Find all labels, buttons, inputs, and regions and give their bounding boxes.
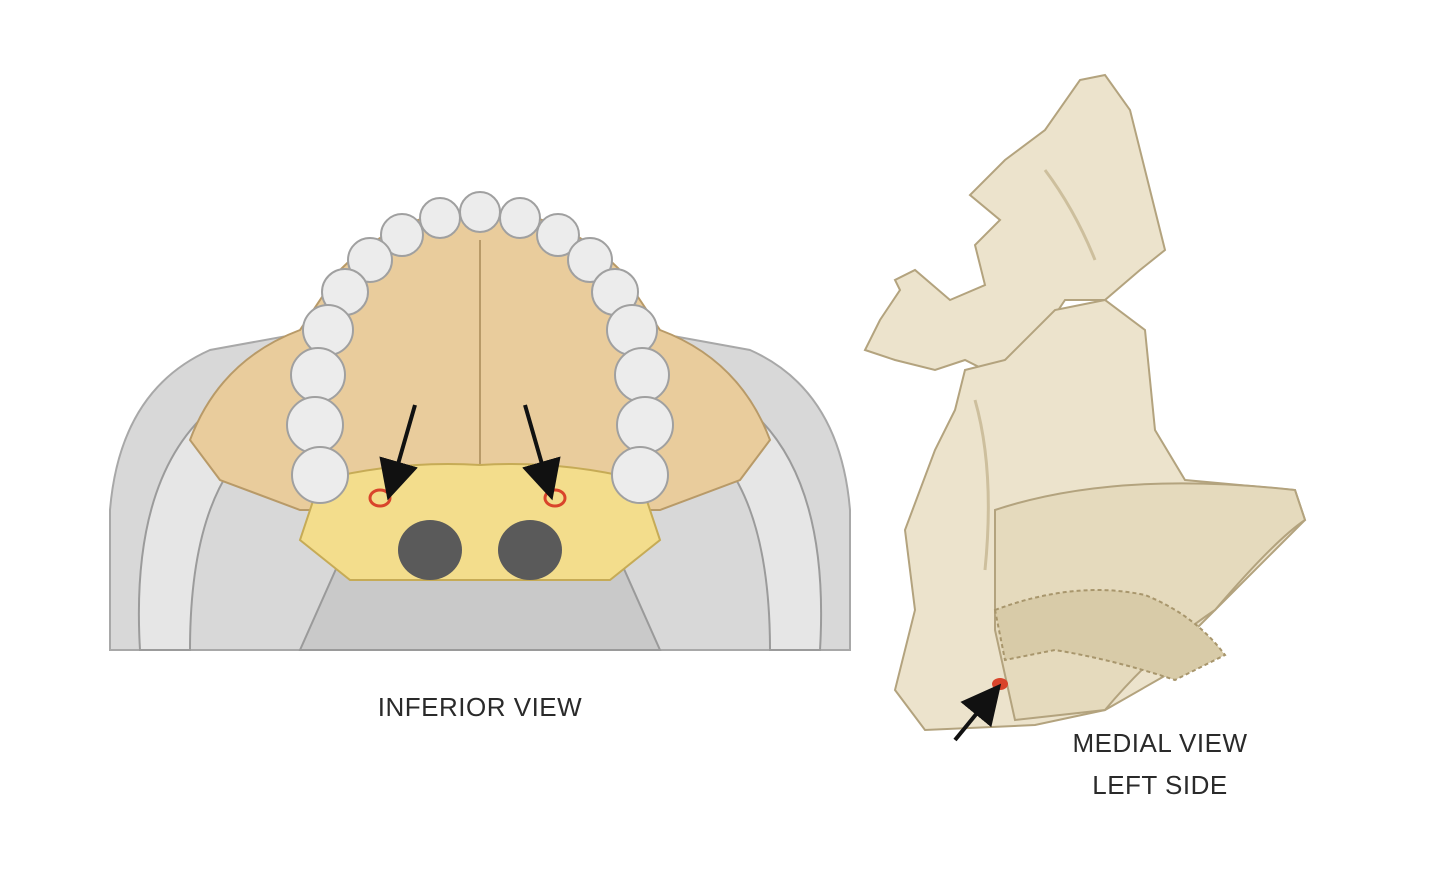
teeth-arch (286, 191, 674, 504)
palatine-bone (298, 463, 662, 581)
medial-view-caption-line2: LEFT SIDE (1092, 770, 1228, 800)
inferior-view-svg (109, 191, 851, 651)
arrow-medial (953, 683, 1002, 742)
inferior-view-caption-text: INFERIOR VIEW (377, 692, 583, 722)
medial-view-caption: MEDIAL VIEW LEFT SIDE (1030, 722, 1290, 806)
arrow-left (379, 404, 418, 501)
inferior-view-illustration (100, 180, 860, 660)
medial-view-illustration (855, 70, 1325, 750)
inferior-view-caption: INFERIOR VIEW (330, 686, 630, 728)
nasal-crest (993, 589, 1227, 682)
medial-view-svg (863, 73, 1307, 742)
medial-view-caption-line1: MEDIAL VIEW (1072, 728, 1248, 758)
palatine-bone-medial (863, 73, 1167, 372)
arrow-right (522, 404, 561, 501)
foramen-marker-medial (992, 678, 1008, 690)
